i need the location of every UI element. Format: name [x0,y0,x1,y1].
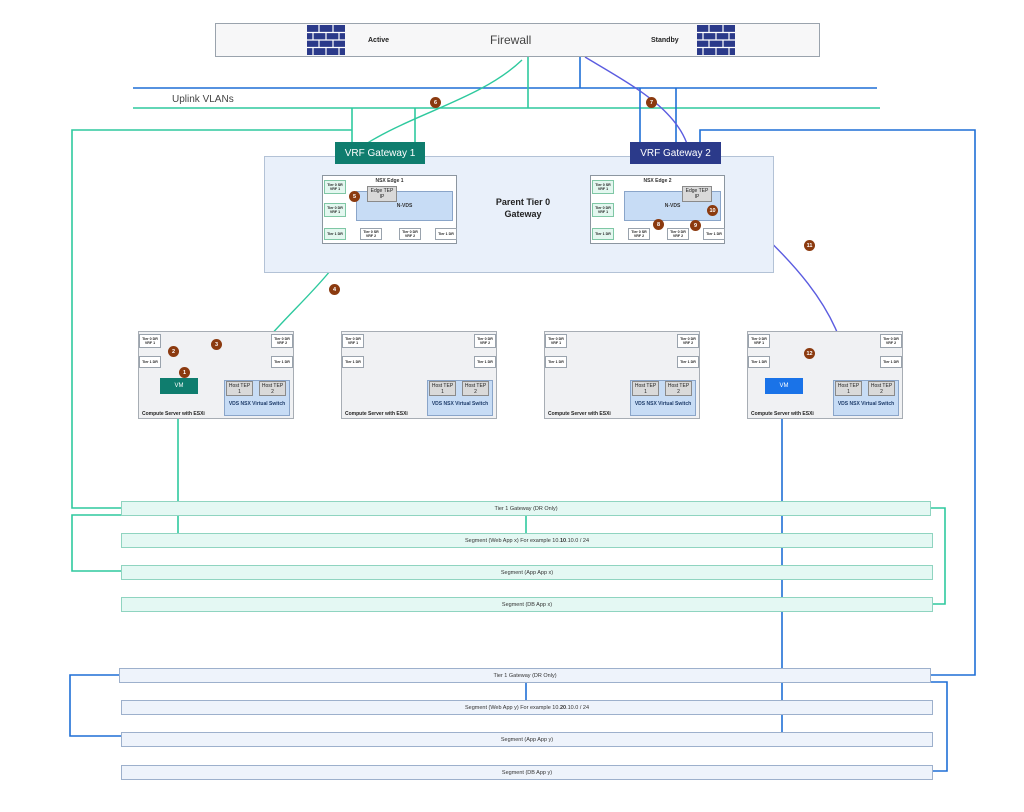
step-badge-1: 1 [179,367,190,378]
vrf2-segment-web-pre: Segment (Web App y) For example 10. [464,704,560,711]
server3-host-tep2: Host TEP 2 [665,381,692,396]
vrf2-segment-web-post: .10.0 / 24 [566,704,590,711]
vrf1-segment-app-bar: Segment (App App x) [121,565,933,580]
server2-tier0-dr-vrf1: Tier 0 DR VRF 1 [342,334,364,348]
step-badge-5: 5 [349,191,360,202]
step-badge-11: 11 [804,240,815,251]
edge2-tier1-dr-left: Tier 1 DR [592,228,614,240]
edge2-tier0-sr-vrf2: Tier 0 SR VRF 2 [628,228,650,240]
vrf1-segment-web-bold: 10 [559,537,567,544]
step-badge-4: 4 [329,284,340,295]
edge1-tep: Edge TEP IP [367,186,397,202]
parent-tier0-gateway-title: Parent Tier 0 Gateway [495,197,551,219]
edge2-tier0-dr-vrf2: Tier 0 DR VRF 2 [667,228,689,240]
server4-label: Compute Server with ESXi [751,411,814,417]
server3-tier1-dr-right: Tier 1 DR [677,356,699,368]
edge1-tier0-dr-vrf1: Tier 0 DR VRF 1 [324,203,346,217]
edge1-tier1-dr-right: Tier 1 DR [435,228,457,240]
vrf2-segment-web-bold: 20 [559,704,567,711]
vrf-gateway-2[interactable]: VRF Gateway 2 [630,142,721,164]
vrf2-segment-web-bar: Segment (Web App y) For example 10.20.10… [121,700,933,715]
vrf2-segment-app-bar: Segment (App App y) [121,732,933,747]
vrf1-segment-web-bar: Segment (Web App x) For example 10.10.10… [121,533,933,548]
server1-tier1-dr-left: Tier 1 DR [139,356,161,368]
vrf1-segment-db-bar: Segment (DB App x) [121,597,933,612]
server1-vds-label: VDS NSX Virtual Switch [228,401,286,407]
server2-tier1-dr-right: Tier 1 DR [474,356,496,368]
edge1-tier0-dr-vrf2: Tier 0 DR VRF 2 [399,228,421,240]
firewall-active-icon [307,25,345,55]
server3-tier0-dr-vrf2: Tier 0 DR VRF 2 [677,334,699,348]
server2-vds-label: VDS NSX Virtual Switch [431,401,489,407]
nsx-edge-2: NSX Edge 2 Tier 0 SR VRF 1 Tier 0 DR VRF… [590,175,725,244]
edge2-tier0-dr-vrf1: Tier 0 DR VRF 1 [592,203,614,217]
server2-host-tep1: Host TEP 1 [429,381,456,396]
server1-tier0-dr-vrf1: Tier 0 DR VRF 1 [139,334,161,348]
server2-label: Compute Server with ESXi [345,411,408,417]
compute-server-3: Tier 0 DR VRF 1 Tier 1 DR Tier 0 DR VRF … [544,331,700,419]
compute-server-4: Tier 0 DR VRF 1 Tier 1 DR Tier 0 DR VRF … [747,331,903,419]
edge1-tier0-sr-vrf2: Tier 0 SR VRF 2 [360,228,382,240]
vrf1-segment-web-post: .10.0 / 24 [566,537,590,544]
server1-tier0-dr-vrf2: Tier 0 DR VRF 2 [271,334,293,348]
step-badge-6: 6 [430,97,441,108]
server3-label: Compute Server with ESXi [548,411,611,417]
edge1-tier0-sr-vrf1: Tier 0 SR VRF 1 [324,180,346,194]
server3-host-tep1: Host TEP 1 [632,381,659,396]
step-badge-7: 7 [646,97,657,108]
server4-tier0-dr-vrf1: Tier 0 DR VRF 1 [748,334,770,348]
vrf-gateway-1[interactable]: VRF Gateway 1 [335,142,425,164]
server1-host-tep1: Host TEP 1 [226,381,253,396]
server2-tier0-dr-vrf2: Tier 0 DR VRF 2 [474,334,496,348]
server2-host-tep2: Host TEP 2 [462,381,489,396]
firewall-standby-icon [697,25,735,55]
server3-tier0-dr-vrf1: Tier 0 DR VRF 1 [545,334,567,348]
server1-label: Compute Server with ESXi [142,411,205,417]
server4-vm[interactable]: VM [765,378,803,394]
step-badge-8: 8 [653,219,664,230]
server1-vm[interactable]: VM [160,378,198,394]
firewall-standby-label: Standby [651,37,679,44]
edge2-tier1-dr-right: Tier 1 DR [703,228,725,240]
step-badge-9: 9 [690,220,701,231]
vrf1-segment-web-pre: Segment (Web App x) For example 10. [464,537,560,544]
edge1-tier1-dr-left: Tier 1 DR [324,228,346,240]
vrf2-segment-db-bar: Segment (DB App y) [121,765,933,780]
edge2-tier0-sr-vrf1: Tier 0 SR VRF 1 [592,180,614,194]
nsx-edge-2-title: NSX Edge 2 [643,178,672,184]
step-badge-12: 12 [804,348,815,359]
step-badge-2: 2 [168,346,179,357]
step-badge-3: 3 [211,339,222,350]
server1-host-tep2: Host TEP 2 [259,381,286,396]
server4-vds-label: VDS NSX Virtual Switch [837,401,895,407]
server4-tier0-dr-vrf2: Tier 0 DR VRF 2 [880,334,902,348]
nsx-edge-1-title: NSX Edge 1 [375,178,404,184]
server4-host-tep1: Host TEP 1 [835,381,862,396]
edge2-tep: Edge TEP IP [682,186,712,202]
compute-server-2: Tier 0 DR VRF 1 Tier 1 DR Tier 0 DR VRF … [341,331,497,419]
step-badge-10: 10 [707,205,718,216]
uplink-vlans-label: Uplink VLANs [172,94,234,105]
firewall-title: Firewall [490,33,532,47]
server3-vds-label: VDS NSX Virtual Switch [634,401,692,407]
server1-tier1-dr-right: Tier 1 DR [271,356,293,368]
vrf1-tier1-gateway-bar: Tier 1 Gateway (DR Only) [121,501,931,516]
firewall-active-label: Active [368,37,390,44]
server4-tier1-dr-left: Tier 1 DR [748,356,770,368]
nsx-edge-1: NSX Edge 1 Tier 0 SR VRF 1 Tier 0 DR VRF… [322,175,457,244]
server4-host-tep2: Host TEP 2 [868,381,895,396]
vrf2-tier1-gateway-bar: Tier 1 Gateway (DR Only) [119,668,931,683]
server2-tier1-dr-left: Tier 1 DR [342,356,364,368]
server4-tier1-dr-right: Tier 1 DR [880,356,902,368]
server3-tier1-dr-left: Tier 1 DR [545,356,567,368]
